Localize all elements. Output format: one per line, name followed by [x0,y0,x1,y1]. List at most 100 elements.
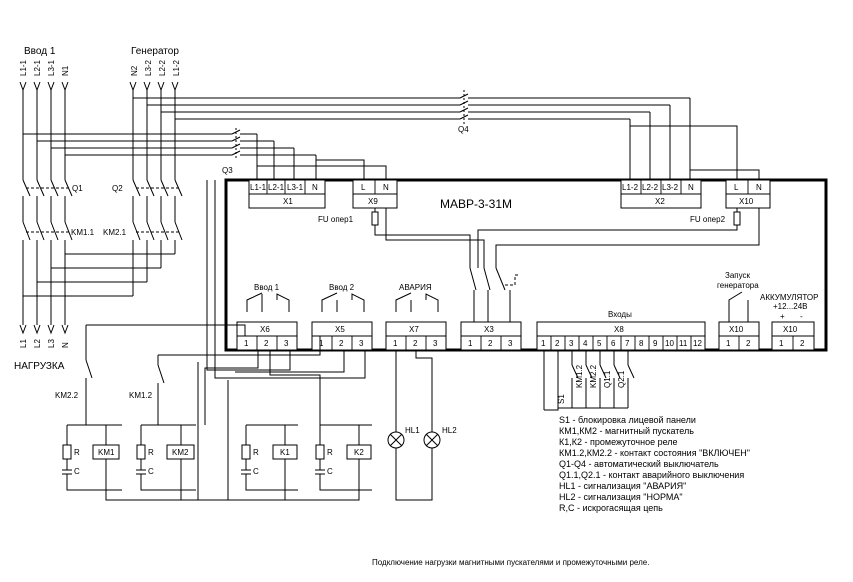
x5-pin-1: 1 [319,339,324,348]
x8-pin-9: 9 [653,339,658,348]
mavr-device-frame [224,178,828,352]
x5-contacts [321,292,365,312]
x10batt-label-1: АККУМУЛЯТОР [760,293,818,302]
km11-label: KM1.1 [71,228,95,237]
q3-label: Q3 [222,166,233,175]
c2-label: C [148,467,154,476]
hl2-lamp [423,431,441,449]
x5-pin-3: 3 [359,339,364,348]
x10batt-pin-1: 1 [779,339,784,348]
legend-line-5: Q1-Q4 - автоматический выключатель [559,459,719,469]
gen-phase-1: N2 [130,65,139,76]
coil-group-1 [62,424,122,491]
x8-pin-6: 6 [611,339,616,348]
x9-terminal [352,179,398,209]
load-line-1: L1 [19,339,28,348]
x1-pin-3: L3-1 [287,183,304,192]
x7-pin-3: 3 [433,339,438,348]
x8-pin-12: 12 [693,339,702,348]
x8-name: X8 [614,325,624,334]
vvod1-phase-1: L1-1 [19,59,28,76]
r2-label: R [148,448,154,457]
vvod1-phase-3: L3-1 [47,59,56,76]
return-bus [105,362,360,501]
x3-name: X3 [484,325,494,334]
x8-pin-5: 5 [597,339,602,348]
vvod1-wires [22,90,66,325]
x8-pin-4: 4 [583,339,588,348]
legend-line-8: HL2 - сигнализация "НОРМА" [559,492,683,502]
legend-line-2: КМ1,КМ2 - магнитный пускатель [559,426,694,436]
km22-interlock-label: KM2.2 [55,391,79,400]
lamp-wiring [395,350,433,501]
vvod1-phase-2: L2-1 [33,59,42,76]
x10top-name: X10 [739,197,754,206]
x7-contacts [395,292,439,312]
x8-pin-1: 1 [541,339,546,348]
r1-label: R [74,448,80,457]
c1-label: C [74,467,80,476]
x2-pin-4: N [688,183,694,192]
legend-line-3: К1,К2 - промежуточное реле [559,437,678,447]
input-arrows [19,81,179,92]
km12-contact-label: KM1.2 [575,364,584,388]
x10start-label-1: Запуск [725,271,751,280]
gen-to-load-links [23,253,175,297]
x1-name: X1 [283,197,293,206]
x3-pin-2: 2 [488,339,493,348]
x5-terminal [311,321,373,351]
s1-label: S1 [557,394,566,404]
x8-dividers [550,336,692,350]
fu1-fuse [371,211,379,226]
x6-pin-2: 2 [264,339,269,348]
fu2-fuse [733,211,741,226]
gen-phase-2: L3-2 [144,59,153,76]
gen-phase-3: L2-2 [158,59,167,76]
x7-name: X7 [409,325,419,334]
x6-label: Ввод 1 [254,283,280,292]
c3-label: C [253,467,259,476]
fu1-label: FU опер1 [318,215,354,224]
x6-pin-1: 1 [244,339,249,348]
x8-pin-8: 8 [639,339,644,348]
x10batt-minus: - [800,312,803,321]
x2-terminal [620,179,702,209]
km12-interlock-label: KM1.2 [129,391,153,400]
x1-pin-4: N [312,183,318,192]
fu2-label: FU опер2 [690,215,726,224]
q1-breaker [22,179,73,210]
x2-pin-3: L3-2 [662,183,679,192]
coil-group-3 [241,424,298,491]
x8-pin-11: 11 [679,339,688,348]
legend-line-4: КМ1.2,КМ2.2 - контакт состояния "ВКЛЮЧЕН… [559,448,750,458]
x9-name: X9 [368,197,378,206]
q1-label: Q1 [72,184,83,193]
x10top-pin-2: N [756,183,762,192]
vvod1-phase-4: N1 [61,65,70,76]
x6-pin-3: 3 [284,339,289,348]
gen-wires [132,90,176,296]
caption: Подключение нагрузки магнитными пускател… [372,558,649,567]
load-arrows [19,324,69,335]
hl1-label: HL1 [405,426,420,435]
km21-label: KM2.1 [103,228,127,237]
x7-terminal [385,321,447,351]
x10start-name: X10 [729,325,744,334]
x9-feed [256,159,387,180]
c4-label: C [327,467,333,476]
x10start-pin-1: 1 [726,339,731,348]
legend-line-9: R,C - искрогасящая цепь [559,503,663,513]
x8-label: Входы [608,310,632,319]
q4-label: Q4 [458,125,469,134]
x7-pin-1: 1 [393,339,398,348]
x6-terminal [236,321,298,351]
load-line-2: L2 [33,339,42,348]
x9-pin-1: L [361,183,366,192]
x7-pin-2: 2 [413,339,418,348]
load-title: НАГРУЗКА [14,361,65,372]
load-line-4: N [61,342,70,348]
x2-pin-2: L2-2 [642,183,659,192]
coil-k2-label: K2 [354,448,364,457]
coil-k1-label: K1 [280,448,290,457]
legend-line-1: S1 - блокировка лицевой панели [559,415,696,425]
